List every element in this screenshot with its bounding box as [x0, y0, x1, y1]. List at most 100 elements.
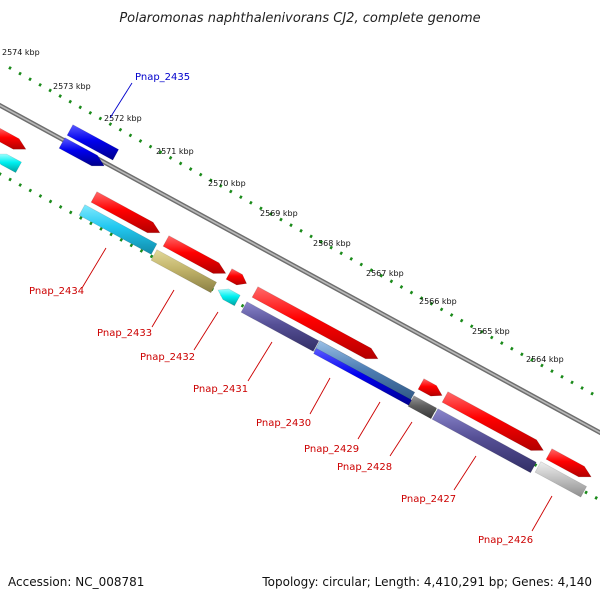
- gene-label-pnap-2432[interactable]: Pnap_2432: [140, 352, 195, 363]
- outer-scale-dot: [379, 273, 384, 278]
- inner-scale-dot: [68, 210, 73, 215]
- inner-scale-dot: [149, 254, 154, 259]
- outer-scale-dot: [500, 341, 504, 345]
- outer-scale-dot: [550, 369, 554, 374]
- inner-scale-dot: [58, 205, 63, 209]
- leader-line: [247, 341, 273, 382]
- gene-label-pnap-2427[interactable]: Pnap_2427: [401, 494, 456, 505]
- kbp-label: 2564 kbp: [526, 355, 564, 364]
- topology-text: Topology: circular; Length: 4,410,291 bp…: [261, 575, 592, 589]
- outer-scale-dot: [78, 105, 83, 110]
- gene-arrow-aqua[interactable]: [0, 153, 22, 174]
- outer-scale-dot: [38, 82, 42, 87]
- outer-scale-dot: [178, 161, 183, 166]
- inner-scale-dot: [99, 227, 103, 231]
- outer-scale-dot: [98, 116, 103, 121]
- outer-scale-dot: [68, 99, 72, 104]
- outer-scale-dot: [58, 94, 62, 98]
- inner-scale-dot: [129, 243, 134, 248]
- inner-scale-dot: [38, 194, 43, 198]
- outer-scale-dot: [28, 77, 32, 82]
- gene-arrow-pnap-2435-b[interactable]: [58, 137, 105, 167]
- leader-line: [357, 401, 381, 440]
- map-title: Polaromonas naphthalenivorans CJ2, compl…: [119, 11, 480, 26]
- gene-arrow-pnap-2433[interactable]: [150, 249, 218, 294]
- leader-line: [389, 421, 413, 457]
- gene-label-pnap-2430[interactable]: Pnap_2430: [256, 418, 311, 429]
- gene-arrow-red[interactable]: [90, 191, 161, 234]
- gene-label-pnap-2428[interactable]: Pnap_2428: [337, 462, 392, 473]
- outer-scale-dot: [118, 127, 123, 132]
- inner-scale-dot: [79, 216, 83, 220]
- outer-scale-dot: [218, 183, 223, 188]
- outer-scale-dot: [138, 139, 143, 143]
- gene-arrow-pnap-2426[interactable]: [534, 461, 588, 498]
- gene-arrow-pnap-2432[interactable]: [217, 288, 241, 307]
- outer-scale-dot: [188, 167, 193, 171]
- leader-line: [193, 311, 219, 351]
- outer-scale-dot: [208, 178, 213, 183]
- outer-scale-dot: [18, 71, 22, 76]
- outer-scale-dot: [449, 313, 454, 317]
- outer-scale-dot: [269, 212, 273, 216]
- outer-scale-dot: [339, 251, 343, 256]
- inner-scale-dot: [240, 303, 245, 308]
- outer-scale-dot: [510, 346, 514, 351]
- kbp-label: 2565 kbp: [472, 327, 510, 336]
- outer-scale-dot: [319, 240, 323, 244]
- gene-label-pnap-2431[interactable]: Pnap_2431: [193, 384, 248, 395]
- gene-label-pnap-2434[interactable]: Pnap_2434: [29, 286, 84, 297]
- gene-label-pnap-2435[interactable]: Pnap_2435: [135, 72, 190, 83]
- gene-labels[interactable]: Pnap_2435Pnap_2434Pnap_2433Pnap_2432Pnap…: [29, 72, 533, 546]
- outer-scale-dot: [520, 352, 524, 357]
- inner-scale-dot: [28, 188, 33, 193]
- outer-scale-dot: [198, 172, 203, 177]
- gene-label-pnap-2429[interactable]: Pnap_2429: [304, 444, 359, 455]
- inner-scale-dot: [594, 496, 598, 500]
- accession-text: Accession: NC_008781: [8, 575, 144, 589]
- kbp-label: 2569 kbp: [260, 209, 298, 218]
- gene-label-pnap-2433[interactable]: Pnap_2433: [97, 328, 152, 339]
- outer-scale-dot: [359, 262, 364, 267]
- inner-scale-dot: [119, 237, 124, 242]
- outer-scale-dot: [439, 307, 444, 312]
- outer-scale-dot: [329, 245, 333, 250]
- gene-arrow-pnap-2428[interactable]: [407, 395, 438, 420]
- kbp-label: 2573 kbp: [53, 82, 91, 91]
- outer-scale-dot: [389, 279, 394, 284]
- gene-arrow-red[interactable]: [545, 448, 592, 478]
- gene-arrow-red[interactable]: [0, 127, 27, 150]
- gene-arrow-red[interactable]: [225, 268, 248, 286]
- gene-arrow-pnap-2431[interactable]: [240, 301, 320, 352]
- gene-arrow-red[interactable]: [417, 378, 443, 397]
- kbp-label: 2567 kbp: [366, 269, 404, 278]
- outer-scale-dot: [158, 150, 163, 155]
- gene-arrow-pnap-2427[interactable]: [431, 408, 537, 474]
- outer-scale-dot: [299, 228, 303, 233]
- label-leader-lines: [81, 82, 553, 532]
- outer-scale-dot: [309, 234, 313, 239]
- outer-scale-dot: [459, 318, 464, 323]
- gene-arrow-red[interactable]: [251, 286, 379, 360]
- outer-scale-dot: [590, 391, 594, 396]
- gene-arrow-pnap-2434[interactable]: [78, 204, 158, 255]
- outer-scale-dot: [88, 111, 93, 115]
- kbp-label: 2571 kbp: [156, 147, 194, 156]
- inner-scale-dot: [139, 248, 144, 253]
- outer-scale-dot: [530, 358, 534, 362]
- kbp-label: 2570 kbp: [208, 179, 246, 188]
- gene-arrow-pnap-2435-a[interactable]: [66, 124, 120, 161]
- genome-backbone: [0, 102, 600, 436]
- gene-arrow-red[interactable]: [162, 235, 227, 274]
- inner-scale-dot: [0, 172, 2, 176]
- leader-line: [151, 289, 175, 328]
- leader-line: [453, 455, 477, 491]
- outer-scale-dot: [489, 335, 494, 340]
- outer-scale-dot: [259, 206, 263, 211]
- outer-scale-dot: [249, 200, 253, 205]
- gene-arrow-red[interactable]: [441, 391, 544, 451]
- outer-scale-dot: [108, 122, 113, 127]
- gene-label-pnap-2426[interactable]: Pnap_2426: [478, 535, 533, 546]
